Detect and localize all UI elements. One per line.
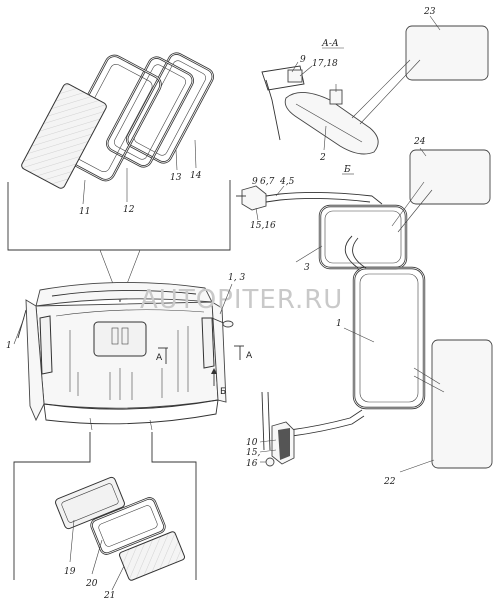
mount-pillar [265,79,281,141]
part-24-mirror-glass [409,149,491,205]
windshield-exploded-group: 11 12 13 14 [7,52,231,303]
callout-10: 10 [246,438,258,448]
callout-20: 20 [85,579,98,589]
cut-mark-a-right: А [246,351,253,361]
callout-15-16: 15,16 [250,221,276,231]
callout-17-18: 17,18 [312,59,338,69]
callout-12: 12 [123,205,135,215]
cut-mark-b: Б [220,387,226,397]
callout-11: 11 [79,207,90,217]
section-a-a-mirror-mount: А-А 9 17,18 2 Б 23 [261,7,489,175]
part-1-large-mirror-frame [352,266,426,410]
cab-bottom-trim [43,399,219,425]
cab-grille-ribs [69,326,189,400]
part-14-seal [126,52,214,164]
part-20-frame [90,497,166,555]
part-23-mirror-glass [405,25,489,81]
callout-1-3: 1, 3 [228,273,245,283]
part-21-glass [118,531,186,581]
callout-1-right: 1 [336,319,342,329]
callout-13: 13 [170,173,182,183]
mirror-arm-assembly: 9 6,7 4,5 15,16 3 24 1 22 [236,137,493,487]
callout-3: 3 [304,263,310,273]
group-bracket-bottom-left [13,432,91,580]
arm-upper-bracket [241,185,267,211]
callout-24: 24 [413,137,426,147]
cab-left-side [25,299,45,422]
rear-window-exploded-group: 19 20 21 [13,432,197,600]
callout-14: 14 [190,171,202,181]
part-13-seal [106,56,194,168]
callout-9-mid: 9 [252,177,258,187]
group-bracket-top [7,180,231,251]
callout-4-5: 4,5 [279,177,295,187]
watermark-logo: AUTOPITER.RU [140,285,343,315]
callout-6-7: 6,7 [260,177,275,187]
callout-9-top: 9 [300,55,306,65]
part-2-mirror-head [284,92,379,155]
part-22-mirror-glass [431,339,493,469]
part-3-small-mirror-frame [318,204,408,270]
callout-1-left: 1 [6,341,12,351]
group-bracket-bottom-right [151,432,197,580]
cab-right-side [211,301,227,403]
callout-21: 21 [103,591,115,600]
view-label-b: Б [343,165,351,175]
callout-22: 22 [383,477,396,487]
callout-19: 19 [64,567,76,577]
callout-23: 23 [423,7,436,17]
callout-16: 16 [246,459,258,469]
section-label-a-a: А-А [321,39,339,49]
cab-center-hatch [93,321,147,357]
part-11-glass [21,83,107,189]
callout-15: 15, [246,448,260,458]
cut-mark-a-left: А [156,353,163,363]
callout-2: 2 [319,153,326,163]
part-19-seal [55,476,125,530]
cab-body: AUTOPITER.RU 1 1, 3 А А Б [6,273,343,431]
